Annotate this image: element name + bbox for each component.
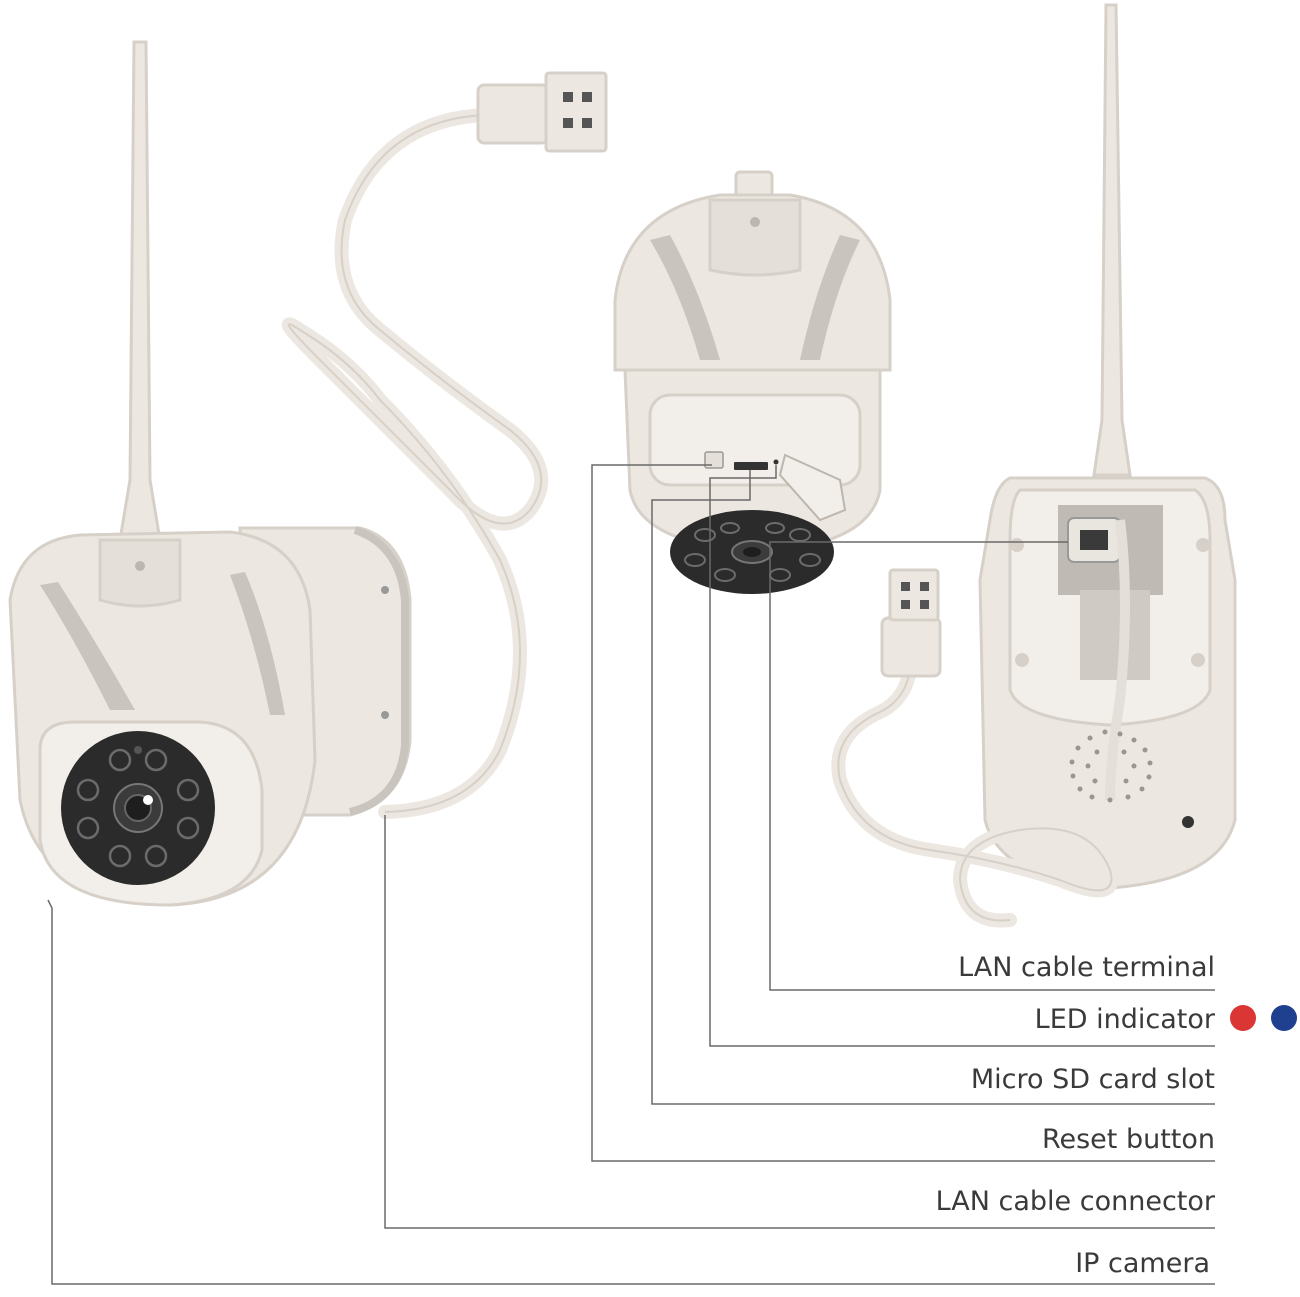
port-cover-flap (778, 453, 847, 522)
leader-lan-cable-terminal (769, 541, 1215, 991)
led-red-dot (1230, 1005, 1256, 1031)
label-micro-sd-card-slot: Micro SD card slot (971, 1064, 1215, 1095)
leader-led-indicator (709, 465, 1215, 1047)
front-camera (8, 40, 412, 907)
rear-camera (831, 3, 1237, 928)
led-blue-dot (1271, 1005, 1297, 1031)
rear-usb-plug-tip (888, 568, 940, 622)
label-lan-cable-connector: LAN cable connector (936, 1186, 1216, 1217)
label-led-indicator: LED indicator (1035, 1004, 1216, 1035)
bottom-view-camera (613, 170, 892, 594)
leader-lines (47, 464, 1215, 1285)
usb-cable (281, 71, 608, 819)
micro-sd-slot (734, 462, 768, 470)
label-ip-camera: IP camera (1075, 1248, 1210, 1279)
usb-plug-tip (544, 71, 608, 153)
front-ir-leds (76, 748, 200, 868)
leader-lan-cable-connector (384, 815, 1215, 1229)
leader-reset-button (591, 464, 1215, 1162)
leader-micro-sd-card-slot (651, 470, 1215, 1105)
labels: LAN cable terminal LED indicator Micro S… (936, 952, 1297, 1279)
speaker-grille (1069, 729, 1153, 803)
leader-ip-camera (47, 899, 1215, 1285)
label-lan-cable-terminal: LAN cable terminal (958, 952, 1215, 983)
label-reset-button: Reset button (1042, 1124, 1215, 1155)
front-antenna (118, 40, 162, 542)
usb-plug-body (476, 83, 550, 145)
led-dot (773, 459, 779, 465)
rear-usb-plug-body (880, 616, 942, 678)
reset-button (704, 451, 724, 469)
rear-antenna (1092, 3, 1132, 477)
